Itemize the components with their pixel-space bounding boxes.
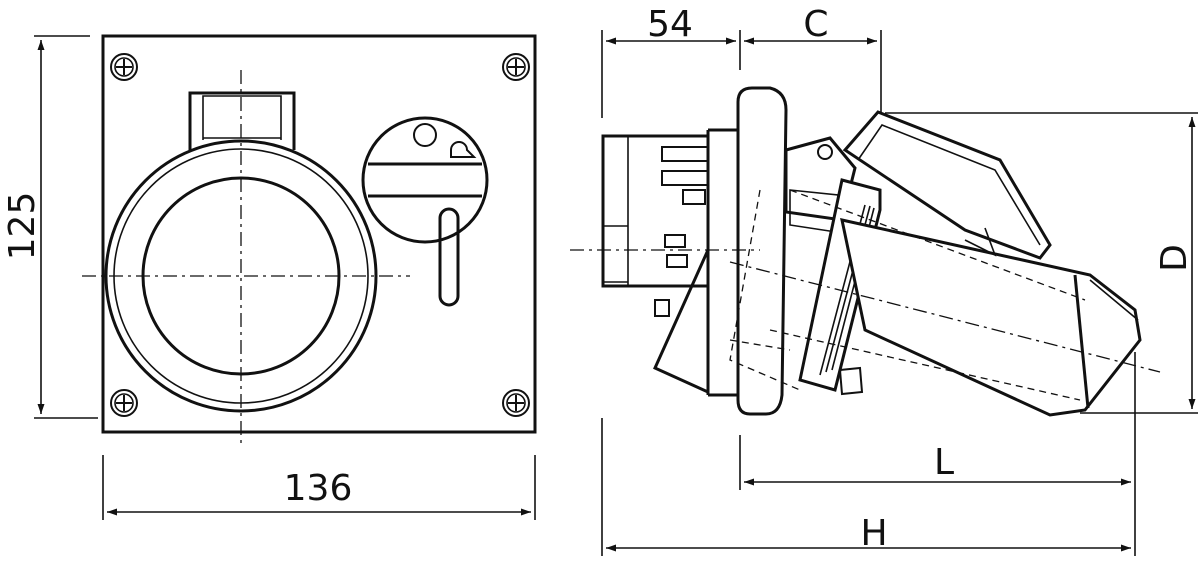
dimension-c-label: C — [803, 4, 828, 45]
screw-top-right-icon — [502, 53, 530, 81]
dimension-l-label: L — [934, 442, 954, 483]
dimension-c: C — [744, 4, 882, 112]
dimension-54-label: 54 — [647, 4, 693, 45]
dimension-height: 125 — [2, 35, 98, 419]
panel-flange — [736, 86, 788, 416]
screw-bottom-left-icon — [110, 389, 138, 417]
dimension-width-label: 136 — [284, 468, 353, 509]
dimension-width: 136 — [102, 455, 536, 520]
front-view: 125 136 — [2, 34, 537, 520]
dimension-h: H — [601, 418, 1131, 556]
dimension-d-label: D — [1154, 244, 1195, 272]
front-plate — [101, 34, 537, 434]
dimension-d: D — [885, 112, 1198, 414]
rotary-switch-knob — [361, 116, 489, 244]
dimension-54: 54 — [601, 4, 741, 118]
screw-bottom-right-icon — [502, 389, 530, 417]
side-view: 54 C D L H — [570, 4, 1198, 556]
angled-socket-body — [784, 110, 1142, 417]
screw-top-left-icon — [110, 53, 138, 81]
lock-slot — [438, 207, 460, 307]
hidden-lines — [729, 189, 1086, 401]
dimension-h-label: H — [860, 513, 887, 554]
dimension-l: L — [739, 352, 1136, 556]
socket-lid-hinge — [188, 91, 296, 150]
dimension-height-label: 125 — [2, 192, 43, 261]
